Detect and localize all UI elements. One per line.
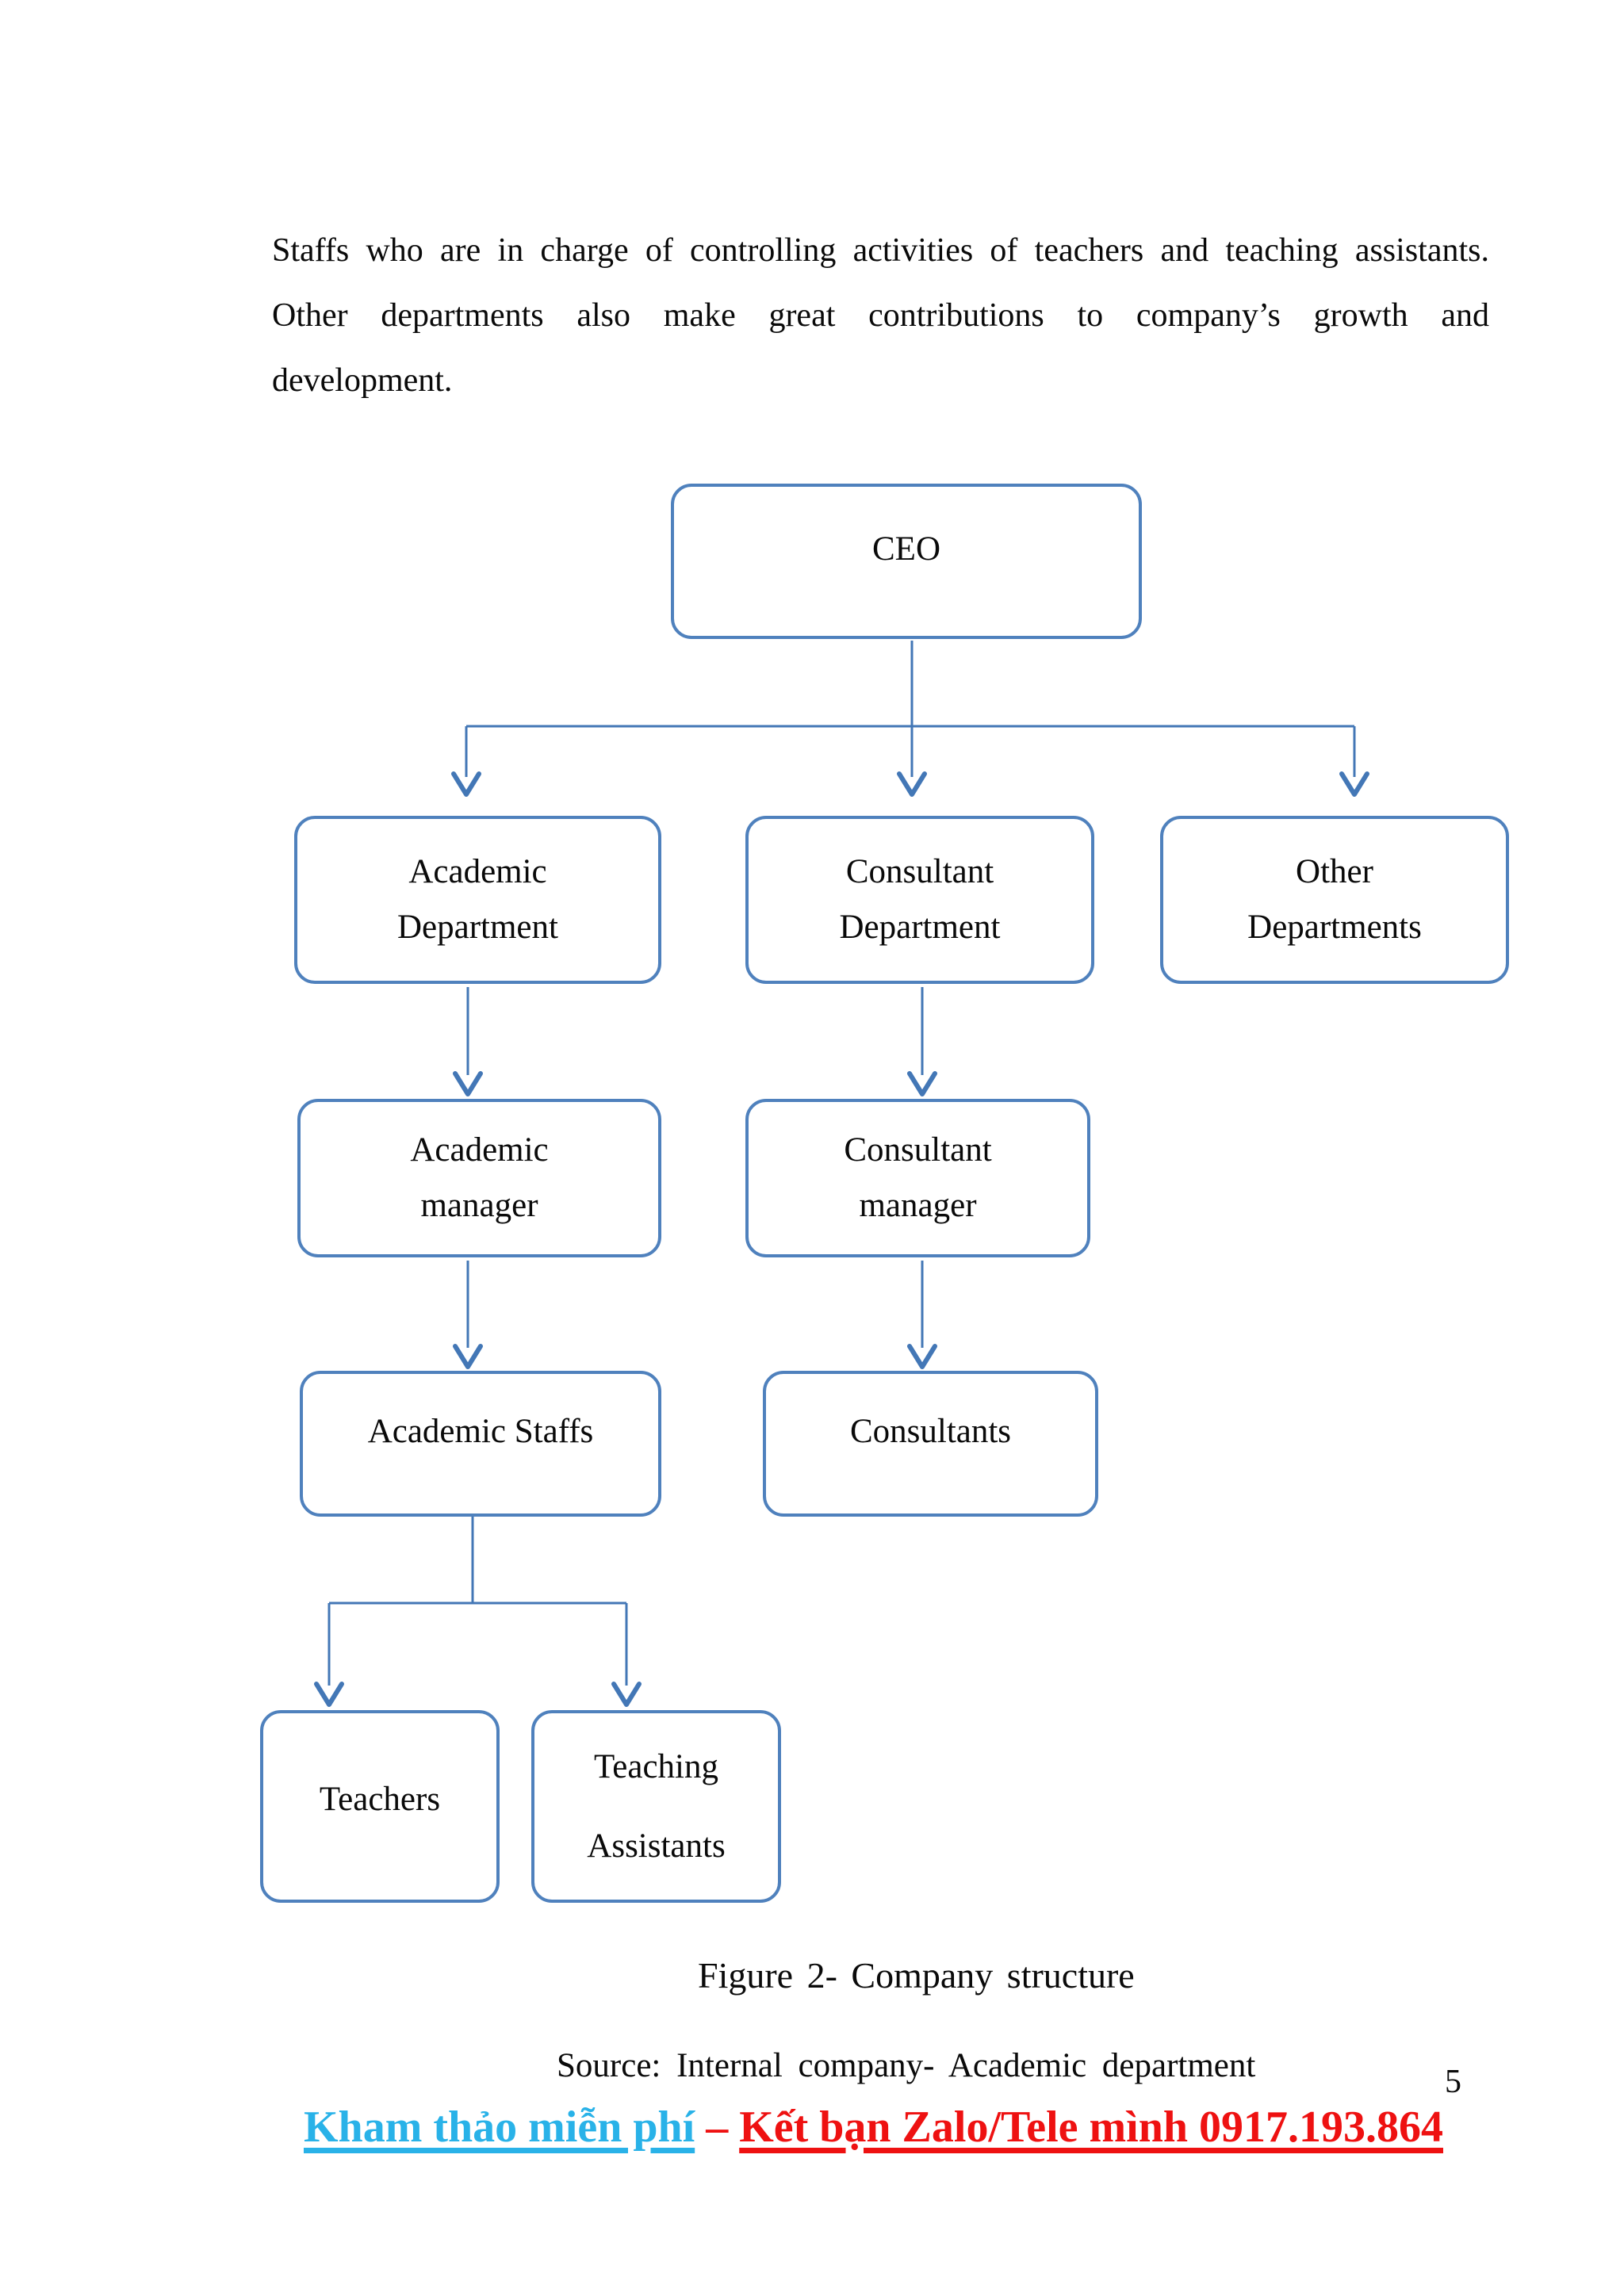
org-node-academic-staffs: Academic Staffs	[300, 1371, 661, 1517]
org-node-label: Teaching	[594, 1747, 718, 1785]
org-node-label: Consultants	[849, 1413, 1012, 1450]
org-node-label: Academic Staffs	[367, 1413, 594, 1450]
arrow-down-icon	[453, 1344, 483, 1369]
footer-zalo-contact-link[interactable]: Kết bạn Zalo/Tele mình 0917.193.864	[739, 2103, 1443, 2152]
org-node-ceo: CEO	[671, 484, 1142, 639]
figure-source: Source: Internal company- Academic depar…	[557, 2047, 1256, 2084]
footer-separator: –	[706, 2103, 729, 2152]
org-node-label: Assistants	[587, 1827, 726, 1865]
paragraph-line: Staffs who are in charge of controlling …	[272, 232, 1489, 269]
paragraph-line: Other departments also make great contri…	[272, 297, 1489, 334]
figure-caption: Figure 2- Company structure	[698, 1955, 1135, 1996]
org-node-label: manager	[420, 1187, 538, 1224]
org-node-teachers: Teachers	[260, 1710, 500, 1903]
org-node-label: Consultant	[845, 853, 994, 890]
paragraph-line: development.	[272, 362, 453, 399]
body-paragraph: Staffs who are in charge of controlling …	[272, 218, 1489, 413]
arrow-down-icon	[1339, 771, 1369, 797]
arrow-down-icon	[453, 1071, 483, 1096]
org-node-teaching-assistants: Teaching Assistants	[531, 1710, 781, 1903]
arrow-down-icon	[451, 771, 481, 797]
org-node-label: Department	[397, 909, 558, 946]
page-number: 5	[1445, 2064, 1461, 2100]
arrow-down-icon	[907, 1071, 937, 1096]
org-node-academic-department: Academic Department	[294, 816, 661, 984]
org-node-label: manager	[859, 1187, 977, 1224]
org-node-label: Teachers	[319, 1780, 441, 1818]
org-node-academic-manager: Academic manager	[297, 1099, 661, 1257]
arrow-down-icon	[314, 1682, 344, 1707]
org-node-consultant-manager: Consultant manager	[745, 1099, 1090, 1257]
arrow-down-icon	[611, 1682, 642, 1707]
org-node-other-departments: Other Departments	[1160, 816, 1509, 984]
org-node-label: Department	[839, 909, 1001, 946]
org-node-label: Academic	[408, 853, 547, 890]
org-node-consultants: Consultants	[763, 1371, 1098, 1517]
org-node-label: CEO	[872, 530, 940, 568]
arrow-down-icon	[907, 1344, 937, 1369]
org-node-label: Academic	[410, 1131, 549, 1169]
org-node-consultant-department: Consultant Department	[745, 816, 1094, 984]
org-node-label: Departments	[1247, 909, 1422, 946]
org-node-label: Other	[1296, 853, 1373, 890]
footer-free-reference-link[interactable]: Kham thảo miễn phí	[304, 2103, 695, 2152]
arrow-down-icon	[897, 771, 927, 797]
org-node-label: Consultant	[844, 1131, 992, 1169]
footer-watermark: Kham thảo miễn phí–Kết bạn Zalo/Tele mìn…	[304, 2103, 1443, 2152]
